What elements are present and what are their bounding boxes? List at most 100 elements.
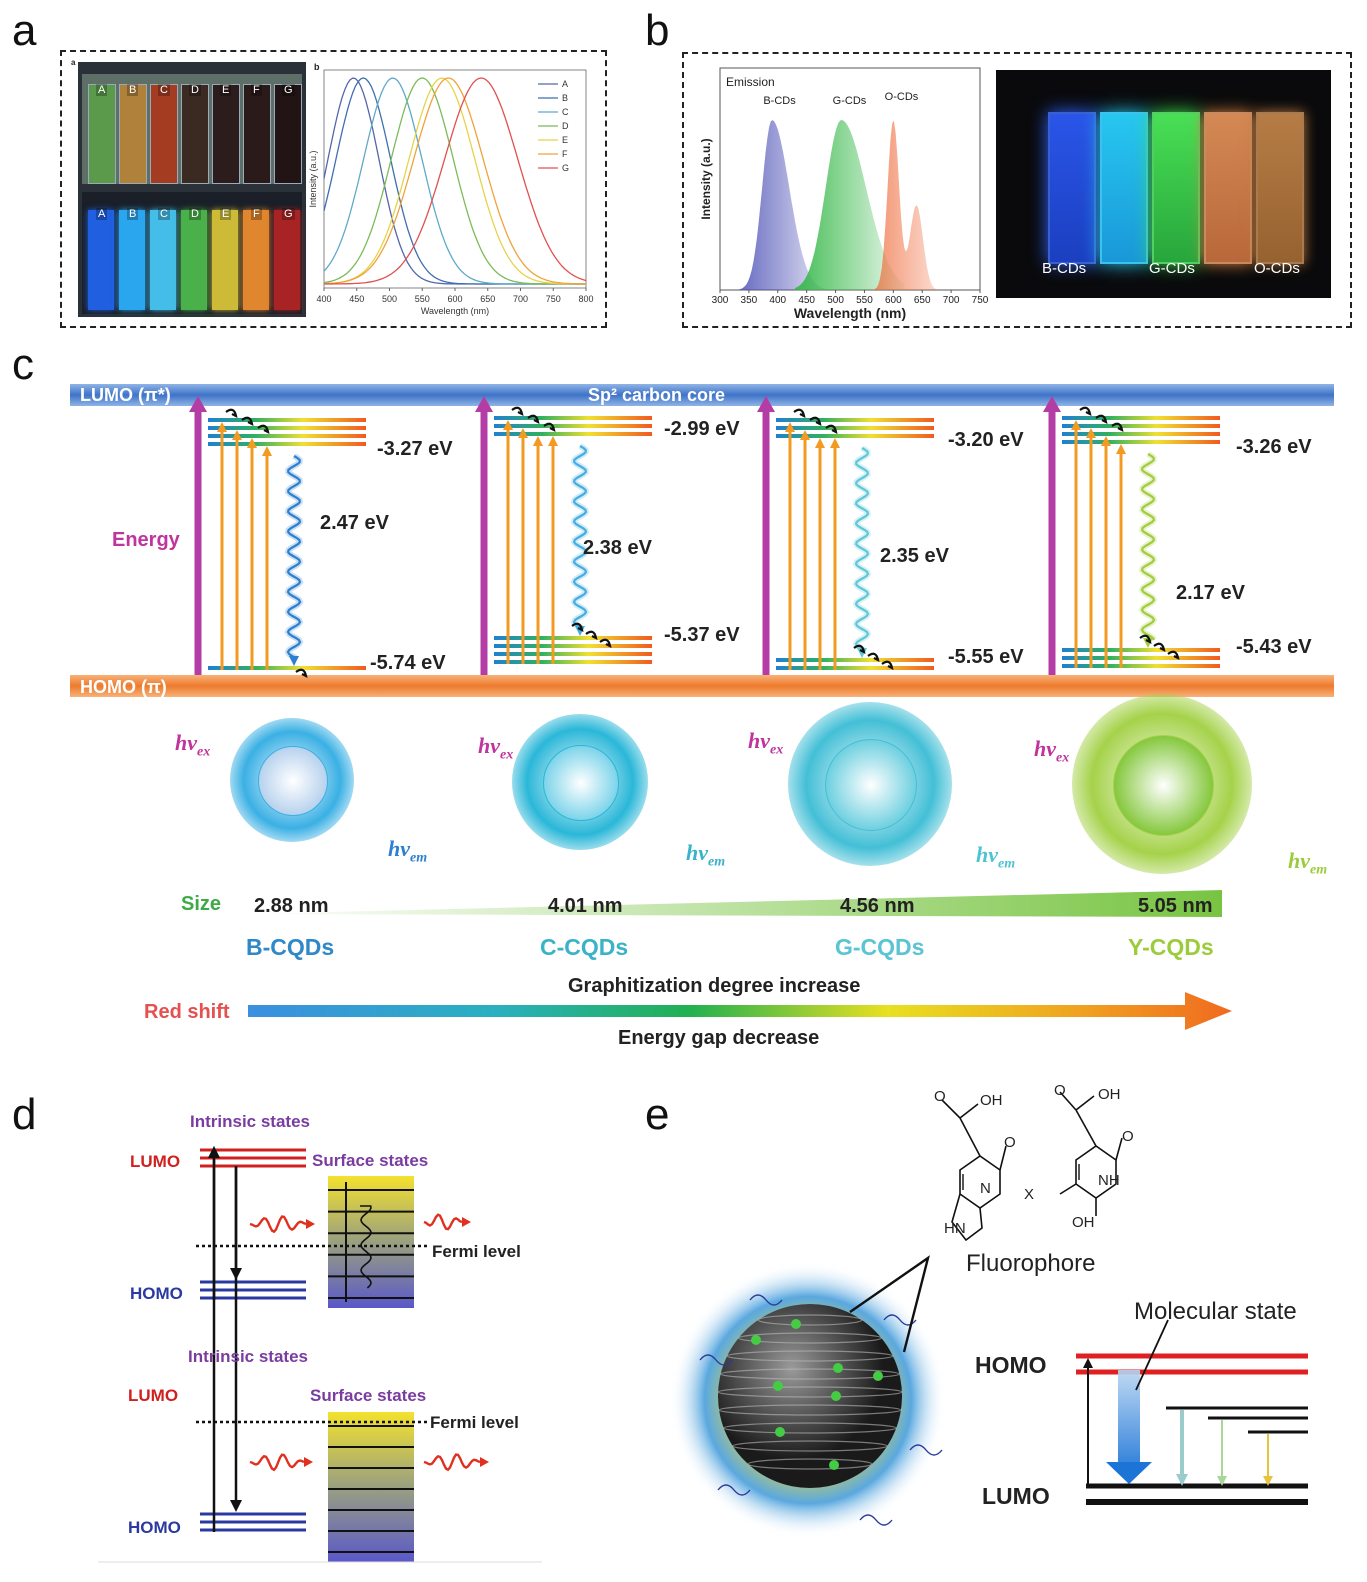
- excited-level: [776, 434, 934, 438]
- surface-states-box: [328, 1412, 414, 1562]
- chart-a-series-G: [324, 77, 587, 285]
- emission-arrow-head: [575, 626, 585, 636]
- relaxation-arrow: [809, 416, 822, 426]
- absorption-arrow-head: [1071, 420, 1081, 430]
- absorption-arrow-head: [1101, 436, 1111, 446]
- relaxation-arrow: [241, 416, 254, 426]
- surface-chain: [717, 1484, 751, 1496]
- hv-ex-sub: ex: [197, 744, 211, 760]
- chart-a-tick-label: 800: [578, 294, 593, 304]
- ground-level: [494, 652, 652, 656]
- graphitic-layer: [720, 1368, 900, 1380]
- homo-label: HOMO (π): [80, 677, 167, 697]
- hv-em-label: hvem: [976, 842, 1015, 872]
- panel-label-a: a: [12, 6, 37, 55]
- gap-energy-1: 2.47 eV: [320, 512, 389, 534]
- vial-letter-C: C: [158, 208, 170, 220]
- panel-b-frame: [682, 52, 1352, 328]
- mol2-x: X: [1024, 1186, 1035, 1203]
- mol-emission-head: [1176, 1474, 1188, 1486]
- energy-label: Energy: [112, 529, 180, 551]
- emission-wave: [1140, 453, 1156, 641]
- relaxation-arrow: [257, 424, 270, 434]
- vial-letter-A: A: [96, 84, 108, 96]
- fluorophore-dot: [831, 1391, 841, 1401]
- panel-e-diagram: [670, 1091, 1308, 1538]
- d-bot-lumo: LUMO: [128, 1386, 179, 1405]
- absorption-arrow-head: [800, 430, 810, 440]
- mol1-n: N: [980, 1180, 991, 1197]
- size-1: 2.88 nm: [254, 895, 329, 917]
- molecule-2-bond: [1075, 1095, 1095, 1111]
- relaxation-arrow: [571, 622, 584, 632]
- chart-a-series-F: [323, 77, 586, 285]
- vial-letter-B: B: [127, 84, 139, 96]
- panel-label-e: e: [645, 1090, 670, 1139]
- relaxation-arrow: [853, 644, 866, 654]
- vial-uv-C: [150, 210, 176, 310]
- e-lumo-label: LUMO: [982, 1483, 1050, 1509]
- vial-day-F: [243, 84, 271, 184]
- size-label: Size: [181, 893, 222, 915]
- vial-o1: [1204, 112, 1252, 264]
- absorption-arrow-head: [232, 430, 242, 440]
- vial-uv-E: [212, 210, 238, 310]
- photon-wave: [249, 1215, 307, 1234]
- hv-em-main: hv: [686, 840, 708, 865]
- chart-a-legend-label: G: [562, 163, 569, 173]
- cqd-name-4: Y-CQDs: [1128, 934, 1214, 960]
- vial-day-E: [212, 84, 240, 184]
- panel-a-sub-b: b: [314, 62, 320, 72]
- mol2-nh: NH: [1098, 1172, 1120, 1189]
- chart-a-xlabel: Wavelength (nm): [421, 306, 489, 316]
- molecule-2-bond: [1059, 1183, 1077, 1195]
- absorption-arrow-head: [815, 438, 825, 448]
- vial-letter-G: G: [282, 208, 295, 220]
- absorption-arrow-head: [217, 422, 227, 432]
- vial-letter-B: B: [127, 208, 139, 220]
- bottom-energy-2: -5.37 eV: [664, 624, 740, 646]
- chart-b-tick-label: 350: [741, 295, 758, 306]
- relaxation-arrow: [295, 668, 308, 678]
- hv-ex-main: hv: [478, 733, 500, 758]
- hv-ex-main: hv: [175, 730, 197, 755]
- panel-a-frame: [60, 50, 607, 328]
- vial-label-g-cds: G-CDs: [1149, 260, 1195, 277]
- chart-a-legend-label: A: [562, 79, 568, 89]
- fluorophore-dot: [873, 1371, 883, 1381]
- graphitic-layer: [726, 1350, 894, 1362]
- chart-a-series-D: [323, 77, 586, 285]
- relaxation-arrow: [1095, 414, 1108, 424]
- relaxation-arrow: [793, 408, 806, 418]
- size-2: 4.01 nm: [548, 895, 623, 917]
- graphitic-layer: [732, 1440, 888, 1452]
- mol1-oh: OH: [980, 1092, 1003, 1109]
- absorption-arrow-head: [1086, 428, 1096, 438]
- vial-letter-D: D: [189, 84, 201, 96]
- ground-level: [1062, 664, 1220, 668]
- relaxation-arrow: [1079, 406, 1092, 416]
- mol2-o-ring: O: [1122, 1128, 1134, 1145]
- homo-band: [70, 675, 1334, 697]
- photon-head: [304, 1457, 313, 1467]
- chart-b-series-label: O-CDs: [885, 91, 919, 103]
- gap-energy-2: 2.38 eV: [583, 537, 652, 559]
- d-top-homo: HOMO: [130, 1284, 183, 1303]
- chart-a-series-B: [323, 77, 586, 285]
- chart-a-tick-label: 550: [415, 294, 430, 304]
- fluorophore-dot: [773, 1381, 783, 1391]
- panel-a-sub-a: a: [71, 58, 76, 67]
- molecular-state-label: Molecular state: [1134, 1298, 1297, 1325]
- surface-chain: [859, 1514, 893, 1526]
- vial-uv-D: [181, 210, 207, 310]
- relaxation-arrow: [543, 422, 556, 432]
- excited-level: [776, 426, 934, 430]
- chart-b-tick-label: 750: [972, 295, 989, 306]
- excited-level: [494, 432, 652, 436]
- absorption-arrow-head: [518, 428, 528, 438]
- mol2-oh: OH: [1098, 1086, 1121, 1103]
- relaxation-arrow: [1139, 634, 1152, 644]
- relaxation-arrow: [511, 406, 524, 416]
- mol-emission-head: [1217, 1476, 1227, 1486]
- panel-d-diagram: [98, 1146, 542, 1563]
